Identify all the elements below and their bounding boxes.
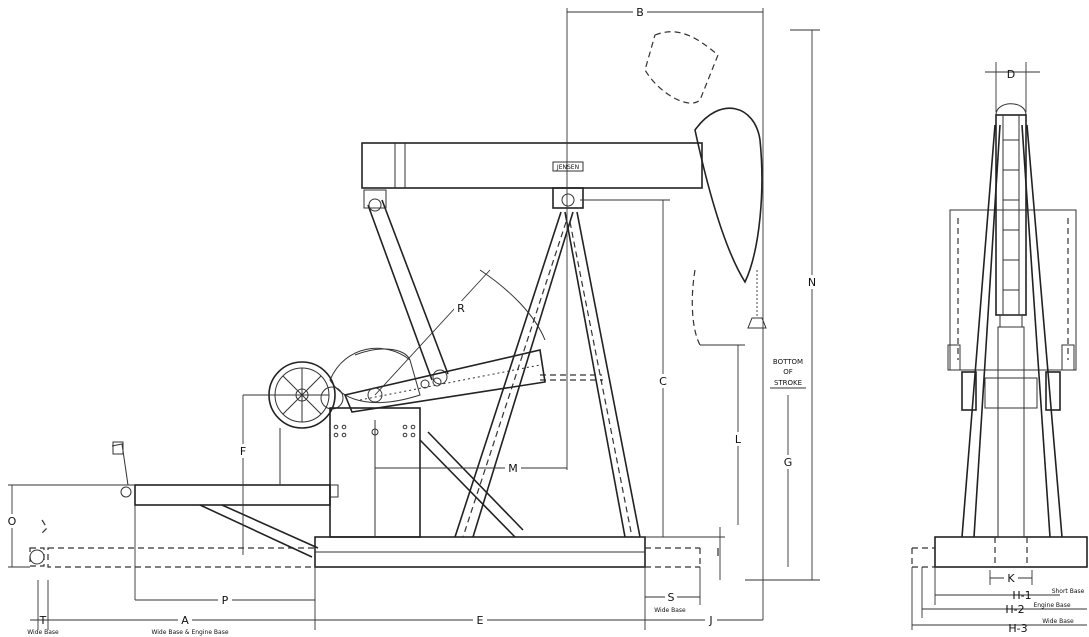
dim-b-label: B [636,6,644,19]
samson-post [454,211,641,538]
horsehead [644,31,767,346]
dim-k-label: K [1007,572,1015,585]
dim-a-note: Wide Base & Engine Base [151,629,228,636]
dim-r-label: R [457,302,465,315]
dim-l-label: L [735,433,742,446]
pitman-arm [363,189,449,385]
dim-a-label: A [181,614,189,627]
dim-c-label: C [659,375,667,388]
dim-o-label: O [8,515,17,528]
dim-j-label: J [708,614,712,627]
dim-h2-note: Engine Base [1033,602,1070,609]
dim-d-label: D [1007,68,1015,81]
dim-m-label: M [508,462,518,475]
stroke-note-line2: OF [783,368,793,376]
gear-reducer-base [279,407,524,538]
dim-n-label: N [808,276,816,289]
dimension-lines: B N C L G BOTTOM OF STROKE [5,6,820,636]
dim-s-note: Wide Base [654,607,686,614]
dim-i-label: I [716,546,719,559]
dim-t-label: T [39,614,47,627]
engine-skid [111,441,339,600]
end-view: D K H-1 Short Base H-2 Engine Base H-3 W… [911,62,1088,635]
dim-h3-note: Wide Base [1042,618,1074,625]
crank-assembly [329,269,546,413]
sheave-wheel [268,361,344,429]
walking-beam: JENSEN [361,142,703,209]
main-base [29,519,701,568]
dim-t-note: Wide Base [27,629,59,636]
dim-e-label: E [477,614,484,627]
dim-h1-label: H-1 [1012,589,1031,602]
brand-plate: JENSEN [556,164,579,171]
side-view: JENSEN [5,6,820,636]
dim-h1-note: Short Base [1052,588,1085,595]
stroke-note-line1: BOTTOM [773,358,803,366]
dim-s-label: S [668,591,675,604]
dim-h3-label: H-3 [1008,622,1027,635]
dim-h2-label: H-2 [1005,603,1024,616]
stroke-note-line3: STROKE [774,379,802,387]
dim-p-label: P [222,594,229,607]
dim-f-label: F [240,445,246,458]
dim-g-label: G [784,456,793,469]
